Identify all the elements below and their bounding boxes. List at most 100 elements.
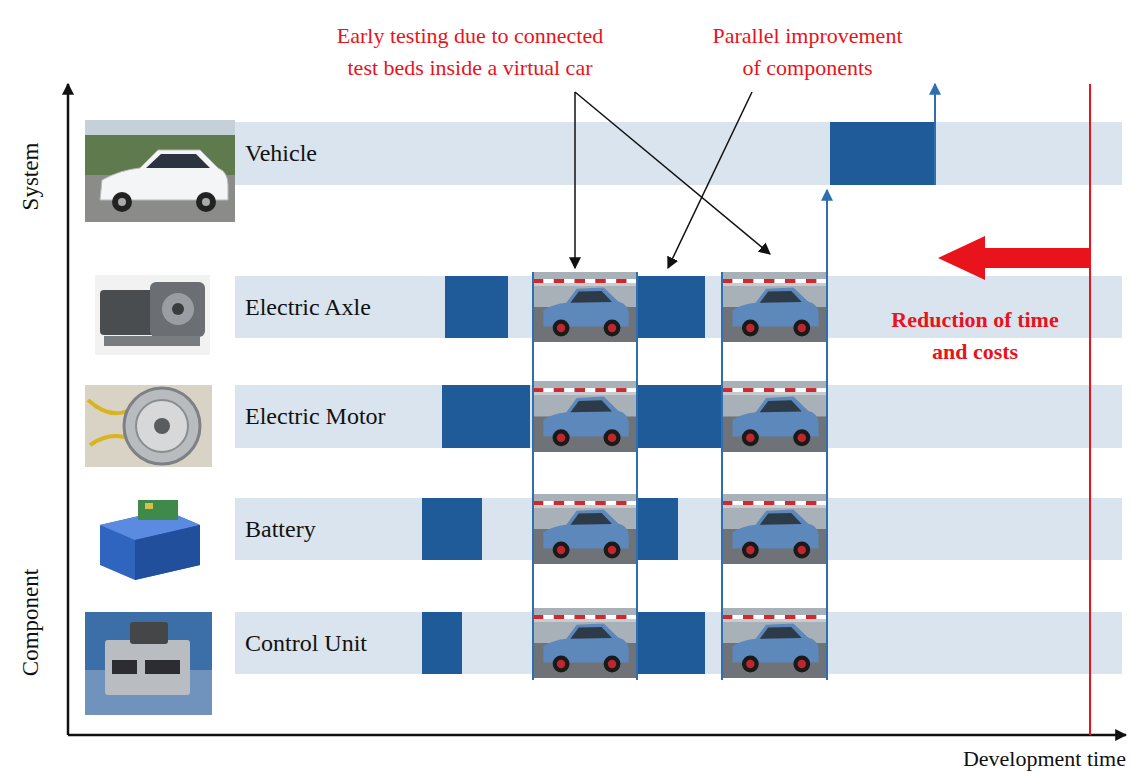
car-wheel <box>793 656 810 673</box>
tile-curb <box>575 615 585 619</box>
tile-curb <box>754 615 765 619</box>
callout-text: Early testing due to connected test beds… <box>325 20 615 84</box>
car-wheel <box>553 542 570 559</box>
electric-axle-photo <box>95 275 210 355</box>
car-window <box>570 513 612 525</box>
tile-sky <box>722 494 827 564</box>
car-rim <box>608 660 616 668</box>
tile-curb <box>595 388 605 392</box>
car-window <box>570 627 612 639</box>
tile-curb <box>722 615 733 619</box>
tile-curb <box>743 279 754 283</box>
control-unit-case <box>105 640 190 695</box>
tile-curb <box>806 279 817 283</box>
leader-line <box>574 92 576 268</box>
tile-curb <box>554 501 564 505</box>
tile-curb <box>764 615 775 619</box>
car-wheel <box>742 429 759 446</box>
tile-curb <box>796 501 807 505</box>
tile-curb <box>595 501 605 505</box>
tile-curb <box>606 279 616 283</box>
tile-curb <box>564 388 574 392</box>
car-wheel <box>604 429 621 446</box>
tile-curb <box>606 615 616 619</box>
tile-curb <box>616 388 626 392</box>
tile-sky <box>722 381 827 452</box>
axle-shaft <box>104 336 200 346</box>
axis-label: Component <box>14 523 47 723</box>
timeline-band <box>235 612 1122 674</box>
tile-curb <box>543 279 553 283</box>
car-wheel <box>553 656 570 673</box>
tile-curb <box>595 279 605 283</box>
axle-gearbox <box>150 282 205 337</box>
tile-curb <box>554 279 564 283</box>
photo-background <box>85 612 212 715</box>
car-window <box>760 513 802 525</box>
tile-curb <box>564 279 574 283</box>
tile-curb <box>796 279 807 283</box>
tile-curb <box>775 388 786 392</box>
battery-side <box>135 525 200 580</box>
electric-motor-photo <box>85 385 212 467</box>
band-label: Electric Motor <box>235 403 386 430</box>
tile-curb <box>796 615 807 619</box>
tile-barrier <box>722 619 827 622</box>
band-label: Battery <box>235 516 316 543</box>
callout-text: Reduction of time and costs <box>890 304 1060 368</box>
tile-curb <box>806 615 817 619</box>
development-block <box>422 498 482 560</box>
tile-curb <box>806 501 817 505</box>
tile-curb <box>585 615 595 619</box>
tile-barrier <box>533 392 637 395</box>
tile-curb <box>543 615 553 619</box>
car-wheel <box>793 320 810 337</box>
tile-curb <box>817 501 828 505</box>
axis-label: System <box>14 77 47 277</box>
tile-curb <box>817 615 828 619</box>
tile-curb <box>775 279 786 283</box>
tile-barrier <box>722 392 827 395</box>
tile-curb <box>796 388 807 392</box>
test-column-line <box>636 272 638 680</box>
tile-curb <box>543 501 553 505</box>
car-rim <box>608 324 616 332</box>
virtual-car-tile <box>533 272 637 342</box>
car-rim <box>557 546 565 554</box>
tile-curb <box>743 388 754 392</box>
tile-curb <box>722 388 733 392</box>
timeline-band <box>235 122 1122 185</box>
car-rim <box>608 546 616 554</box>
callout-text: Parallel improvement of components <box>705 20 910 84</box>
tile-curb <box>764 279 775 283</box>
test-column-line <box>532 272 534 680</box>
tile-curb <box>785 501 796 505</box>
car-wheel <box>793 429 810 446</box>
tile-barrier <box>533 619 637 622</box>
development-block <box>422 612 462 674</box>
tile-sky <box>722 608 827 678</box>
car-rim <box>798 546 806 554</box>
car-rim <box>746 546 754 554</box>
car-rim <box>798 324 806 332</box>
tile-curb <box>616 501 626 505</box>
control-unit-port <box>145 660 180 674</box>
timeline-band: Vehicle <box>235 122 1122 185</box>
leader-line <box>668 92 752 268</box>
car-wheel <box>553 429 570 446</box>
tile-curb <box>743 615 754 619</box>
photo-wheel <box>196 192 216 212</box>
photo-wheel <box>112 192 132 212</box>
tile-curb <box>785 388 796 392</box>
car-window <box>760 291 802 303</box>
tile-curb <box>764 501 775 505</box>
development-block <box>638 612 705 674</box>
virtual-car-tile <box>722 494 827 564</box>
axle-flange <box>162 293 194 325</box>
tile-curb <box>627 615 637 619</box>
development-block <box>445 276 508 338</box>
tile-curb <box>595 615 605 619</box>
tile-curb <box>575 501 585 505</box>
timeline-band <box>235 498 1122 560</box>
virtual-car-tile <box>722 608 827 678</box>
